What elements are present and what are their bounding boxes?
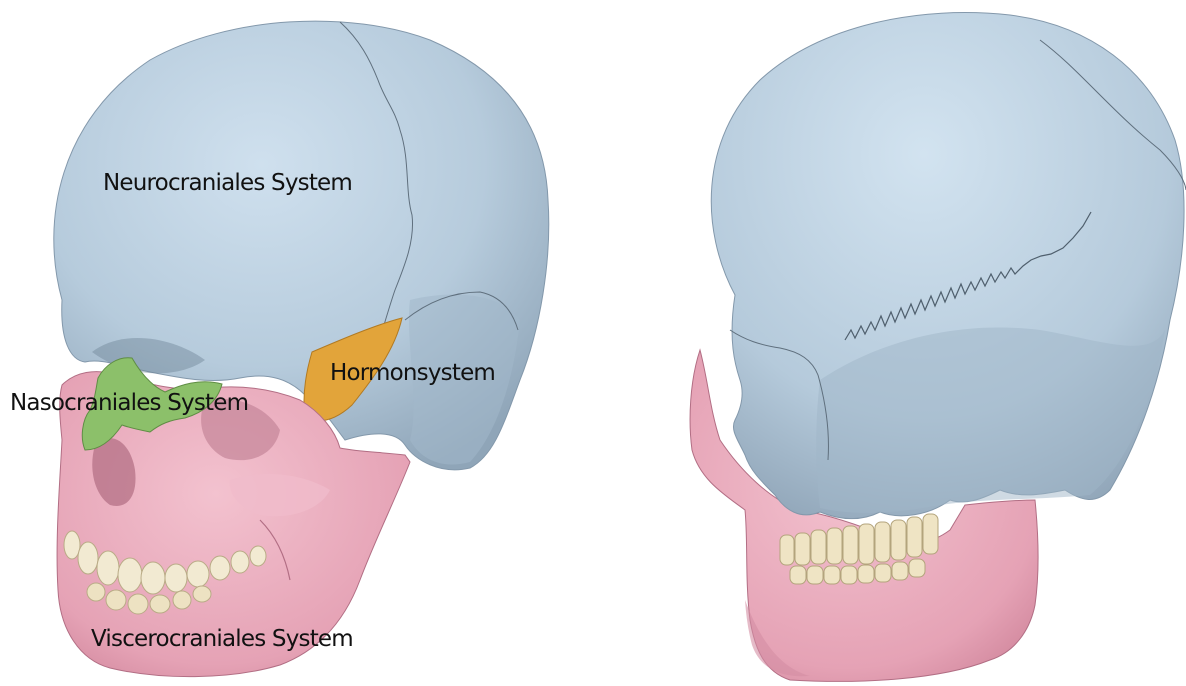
right-skull xyxy=(690,13,1186,682)
label-neurocranial-system: Neurocraniales System xyxy=(103,172,352,195)
label-hormone-system: Hormonsystem xyxy=(330,362,495,385)
label-nasocranial-system: Nasocraniales System xyxy=(10,392,248,415)
left-skull xyxy=(54,21,549,677)
label-viscerocranial-system: Viscerocraniales System xyxy=(91,628,353,651)
